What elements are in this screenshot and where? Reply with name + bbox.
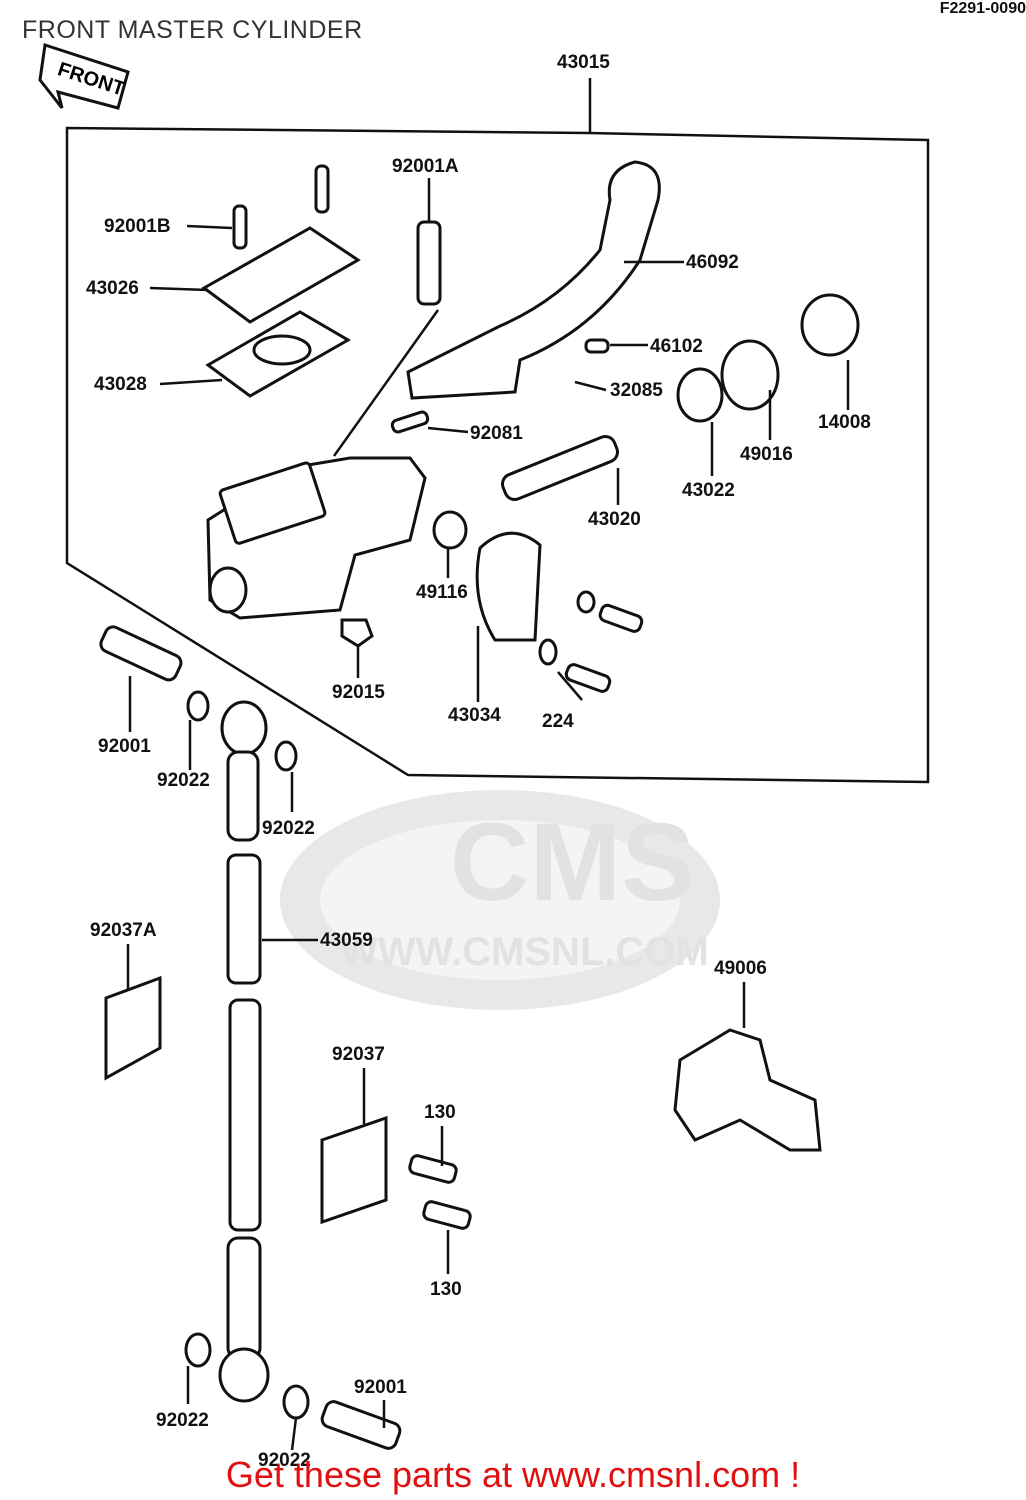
diagram-code: F2291-0090 xyxy=(939,0,1026,17)
label-gasket-3: 92022 xyxy=(156,1410,209,1431)
brake-hose xyxy=(218,700,270,1403)
label-banjo-bolt-top: 92001 xyxy=(98,736,151,757)
label-cap: 43026 xyxy=(86,278,139,299)
holder xyxy=(475,531,542,642)
front-arrow-icon: FRONT xyxy=(38,43,130,110)
screw-pivot xyxy=(416,220,442,306)
label-boot: 49016 xyxy=(740,444,793,465)
piston xyxy=(501,434,619,502)
label-assembly: 43015 xyxy=(557,52,610,73)
label-collar: 46102 xyxy=(650,336,703,357)
brake-lever xyxy=(406,160,661,400)
boot xyxy=(720,339,780,411)
label-piston: 43020 xyxy=(588,509,641,530)
label-bolt-set: 224 xyxy=(542,711,574,732)
label-screw-b: 92001B xyxy=(104,216,171,237)
leader-lines xyxy=(126,178,850,1451)
screw-icon xyxy=(232,164,330,250)
label-gasket-1: 92022 xyxy=(157,770,210,791)
label-seal: 49116 xyxy=(416,582,468,603)
label-nut: 92015 xyxy=(332,682,385,703)
screw xyxy=(408,1154,458,1184)
nut xyxy=(340,618,374,648)
watermark-logo: CMS WWW.CMSNL.COM xyxy=(280,790,720,1010)
label-screw-a: 92001A xyxy=(392,156,459,177)
label-washer: 43022 xyxy=(682,480,735,501)
assembly-boundary xyxy=(65,126,930,784)
watermark-logo-text: CMS xyxy=(450,801,694,924)
reservoir-cap xyxy=(201,226,361,324)
clamp-a xyxy=(104,975,162,1081)
label-diaphragm: 43028 xyxy=(94,374,147,395)
seal xyxy=(432,510,468,550)
clamp xyxy=(320,1115,388,1225)
label-guide: 49006 xyxy=(714,958,767,979)
label-boot-outer: 14008 xyxy=(818,412,871,433)
label-gasket-4: 92022 xyxy=(258,1450,311,1471)
boot-outer xyxy=(800,293,860,357)
watermark-url: WWW.CMSNL.COM xyxy=(340,930,709,974)
collar xyxy=(584,338,610,354)
label-clamp-a: 92037A xyxy=(90,920,157,941)
label-gasket-2: 92022 xyxy=(262,818,315,839)
label-screw-130-top: 130 xyxy=(424,1102,456,1123)
label-hose: 43059 xyxy=(320,930,373,951)
label-holder: 43034 xyxy=(448,705,501,726)
label-banjo-bolt-bottom: 92001 xyxy=(354,1377,407,1398)
label-lever: 46092 xyxy=(686,252,739,273)
spring xyxy=(390,410,430,434)
footer-link[interactable]: Get these parts at www.cmsnl.com ! xyxy=(225,1454,801,1495)
diagram-title: FRONT MASTER CYLINDER xyxy=(22,16,363,44)
label-clip: 32085 xyxy=(610,380,663,401)
gasket xyxy=(186,690,210,722)
label-screw-130-bottom: 130 xyxy=(430,1279,462,1300)
banjo-bolt xyxy=(99,625,183,682)
label-spring: 92081 xyxy=(470,423,523,444)
hose-guide xyxy=(673,1028,822,1152)
bolt xyxy=(598,603,644,633)
label-clamp: 92037 xyxy=(332,1044,385,1065)
washer xyxy=(676,367,724,423)
